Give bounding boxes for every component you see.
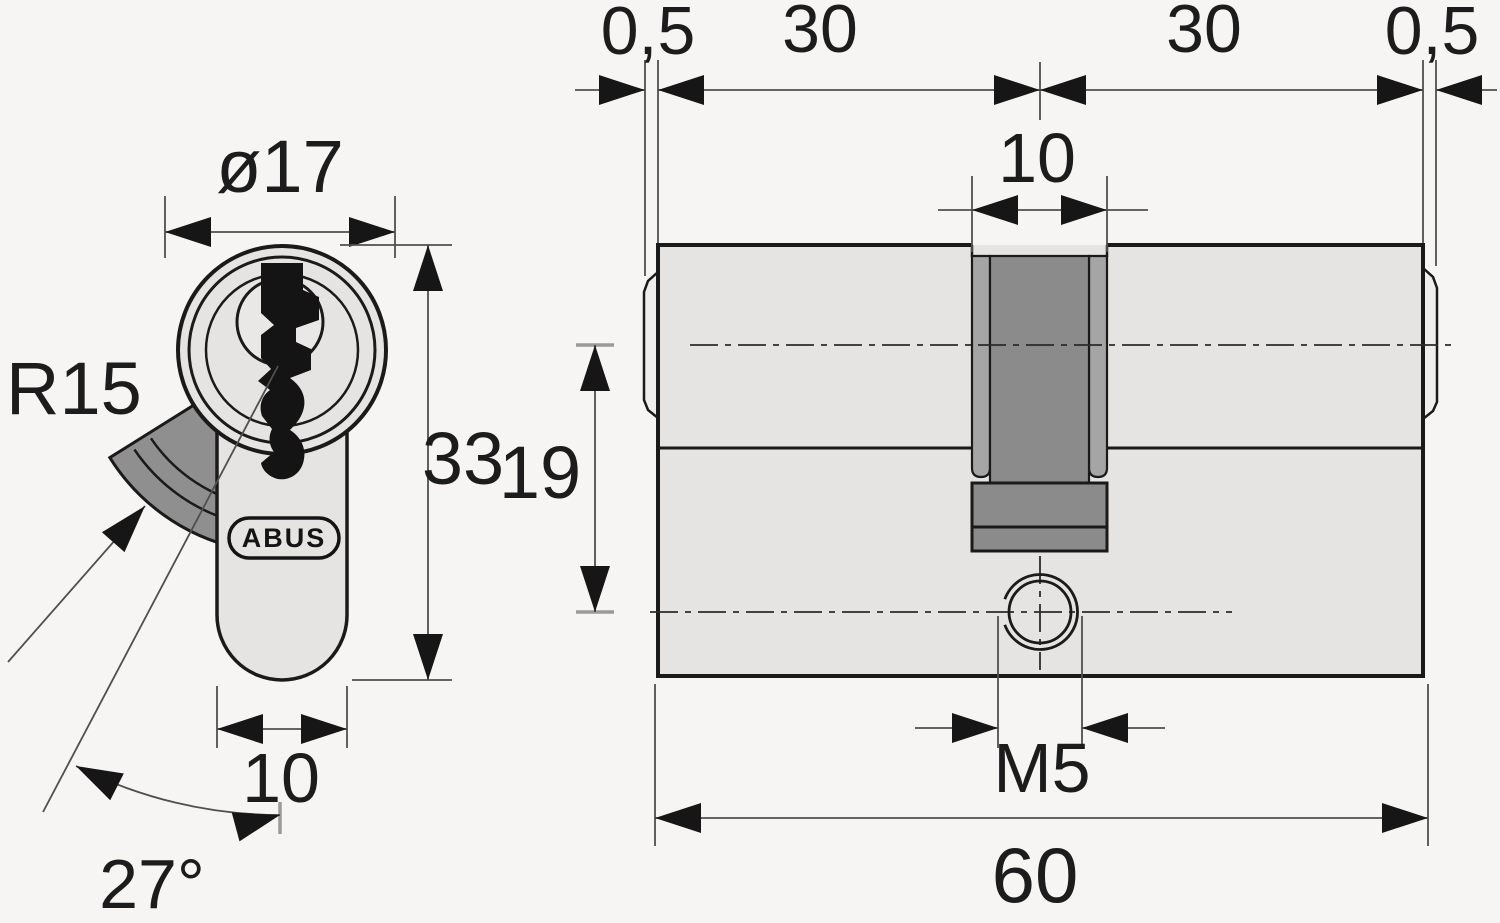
- dim-right-protrusion-label: 0,5: [1385, 0, 1480, 69]
- arrow-right-icon: [1382, 803, 1428, 833]
- housing-outline: [656, 243, 1425, 678]
- screw-hole-thread-circle: [1003, 573, 1079, 651]
- abus-logo: ABUS: [227, 516, 341, 560]
- arrow-arc-right-icon: [231, 812, 280, 842]
- abus-logo-outline: [227, 516, 341, 560]
- screw-hole-core-circle: [1007, 579, 1073, 645]
- plug-end-cap-right: [1421, 265, 1439, 422]
- angle-ray-line: [42, 365, 279, 813]
- keyway-profile: [258, 263, 319, 480]
- arrow-left-icon: [1040, 75, 1086, 105]
- dim-cam-angle-label: 27°: [99, 845, 205, 923]
- dim-left-protrusion-label: 0,5: [601, 0, 696, 69]
- arrow-left-icon: [658, 75, 704, 105]
- dim-height-label: 33: [422, 417, 504, 500]
- arrow-left-icon: [655, 803, 701, 833]
- dim-cam-angle: 27°: [42, 365, 282, 923]
- arrow-right-icon: [301, 714, 347, 744]
- slot-strip-right: [1087, 254, 1109, 479]
- arrow-left-icon: [165, 217, 211, 247]
- arrow-left-icon: [217, 714, 263, 744]
- arrow-down-icon: [580, 566, 610, 612]
- dim-slot-width: 10: [938, 119, 1148, 252]
- arrow-right-icon: [994, 75, 1040, 105]
- arrow-leader-icon: [101, 506, 145, 553]
- arrow-up-icon: [413, 245, 443, 291]
- dim-cam-radius: R15: [6, 347, 146, 663]
- dim-screw-thread: M5: [915, 616, 1165, 807]
- dim-axis-distance-label: 19: [499, 431, 581, 514]
- dim-screw-thread-label: M5: [993, 729, 1090, 807]
- dim-overall-length: 60: [654, 684, 1429, 919]
- arrow-left-icon: [972, 195, 1018, 225]
- cam-channel-block: [988, 254, 1091, 485]
- dim-right-half-label: 30: [1166, 0, 1242, 67]
- side-view: 0,5 30 30 0,5 10 19: [499, 0, 1497, 919]
- arrow-right-icon: [599, 75, 645, 105]
- arrow-left-icon: [1082, 713, 1128, 743]
- arrow-right-icon: [952, 713, 998, 743]
- plug-end-cap-left: [642, 269, 660, 421]
- arrow-right-icon: [1377, 75, 1423, 105]
- slot-strip-left: [970, 254, 992, 479]
- arrow-right-icon: [1061, 195, 1107, 225]
- abus-logo-text: ABUS: [242, 523, 327, 553]
- dim-cam-radius-label: R15: [6, 347, 142, 430]
- cam-body-block: [970, 481, 1109, 529]
- dim-axis-distance: 19: [499, 345, 610, 612]
- arrow-arc-left-icon: [76, 766, 124, 801]
- dim-left-half-label: 30: [782, 0, 858, 67]
- dim-diameter: ø17: [164, 125, 396, 258]
- arrow-left-icon: [1436, 75, 1482, 105]
- dim-foot-width: 10: [216, 686, 348, 817]
- arrow-down-icon: [413, 634, 443, 680]
- dim-height: 33: [340, 244, 504, 681]
- front-view: ABUS ø17 33: [6, 125, 504, 923]
- arrow-up-icon: [580, 345, 610, 391]
- cam-tip-block: [970, 525, 1109, 553]
- dim-slot-width-label: 10: [998, 119, 1076, 197]
- dim-overall-length-label: 60: [992, 831, 1079, 919]
- arrow-right-icon: [349, 217, 395, 247]
- dim-diameter-label: ø17: [216, 125, 344, 208]
- dim-top-chain: 0,5 30 30 0,5: [575, 0, 1497, 276]
